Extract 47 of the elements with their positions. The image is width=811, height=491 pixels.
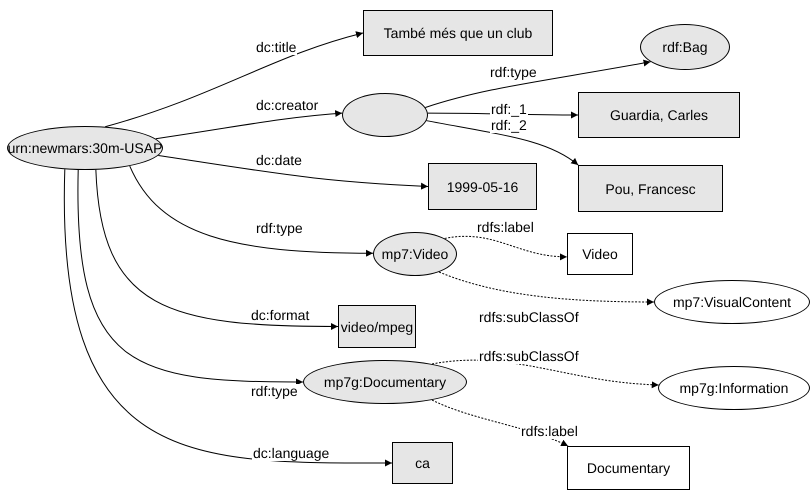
arrow <box>426 120 579 166</box>
dotted-arrow <box>444 236 568 260</box>
literal-box <box>428 163 537 210</box>
arrow <box>155 110 343 140</box>
node-text: urn:newmars:30m-USAP <box>8 140 162 156</box>
edge-label: rdfs:label <box>476 220 535 235</box>
edge-label: rdfs:subClassOf <box>478 349 580 364</box>
arrow <box>95 169 338 330</box>
node-text: Guardia, Carles <box>610 107 708 123</box>
node-text: rdf:Bag <box>662 39 708 55</box>
node-text: Video <box>582 246 618 262</box>
arrow <box>129 166 374 257</box>
arrow <box>78 169 304 386</box>
node-text: mp7:VisualContent <box>672 294 792 310</box>
edge-label: dc:format <box>250 308 310 323</box>
arrow <box>64 168 392 466</box>
arrow <box>158 155 428 190</box>
node-text: Documentary <box>586 460 670 476</box>
edge-label: rdf:_1 <box>490 102 528 117</box>
literal-box <box>567 446 690 490</box>
dotted-arrow <box>438 272 654 306</box>
node-text: video/mpeg <box>340 318 414 334</box>
edge-label: dc:date <box>255 153 303 168</box>
literal-box <box>578 165 723 212</box>
edge-label: rdf:type <box>489 65 538 80</box>
node-text: 1999-05-16 <box>446 178 518 194</box>
node-text: ca <box>415 455 430 471</box>
literal-box <box>392 442 453 484</box>
node-text: Pou, Francesc <box>605 180 696 196</box>
literal-box <box>338 305 416 348</box>
edge-label: dc:title <box>255 40 298 55</box>
edge-label: rdf:type <box>255 221 304 236</box>
edge-label: rdf:_2 <box>490 118 528 133</box>
literal-box <box>363 10 553 56</box>
node-text: mp7g:Documentary <box>324 374 446 390</box>
node-text: mp7:Video <box>382 246 448 262</box>
edge-label: dc:creator <box>255 98 320 113</box>
arrow <box>424 60 652 108</box>
node-text: També més que un club <box>384 25 532 41</box>
edge-label: dc:language <box>252 446 330 461</box>
literal-box <box>567 233 633 275</box>
edge-label: rdf:type <box>250 384 299 399</box>
arrow <box>104 31 364 128</box>
literal-box <box>578 92 740 138</box>
edge-label: rdfs:label <box>520 424 579 439</box>
node-text: mp7g:Information <box>680 380 788 396</box>
edge-label: rdfs:subClassOf <box>478 310 580 325</box>
